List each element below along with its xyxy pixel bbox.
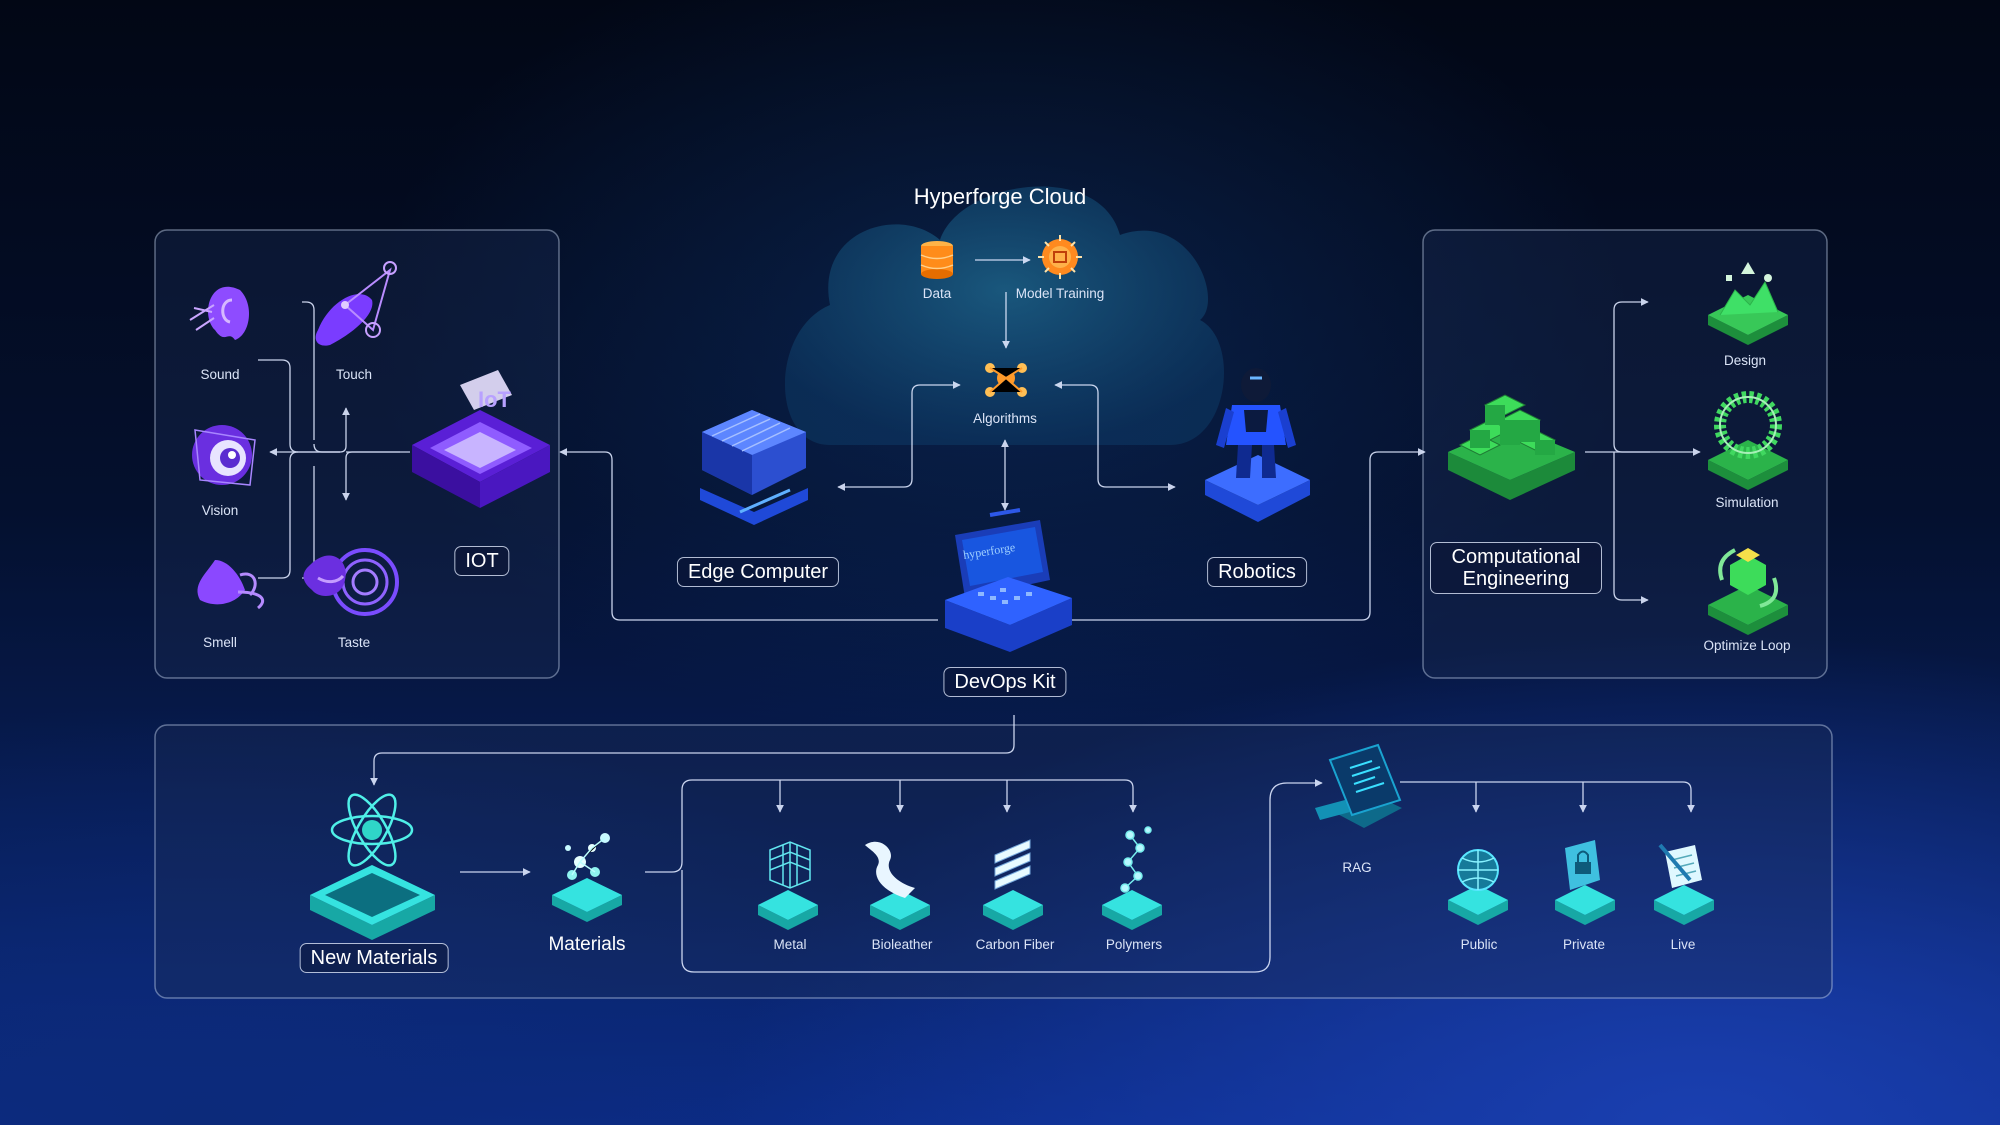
touch-icon: [315, 261, 397, 346]
bioleather-label: Bioleather: [871, 937, 933, 952]
devops-kit-icon: [945, 508, 1072, 652]
carbon-fiber-icon: [983, 839, 1043, 930]
cloud-shape: [785, 186, 1224, 445]
smell-label: Smell: [203, 635, 237, 650]
ear-icon: [189, 286, 250, 340]
materials-icon: [552, 833, 622, 922]
algorithms-icon: [985, 363, 1027, 397]
materials-panel: [154, 724, 1833, 999]
robot-icon: [1205, 368, 1310, 522]
globe-icon: [1448, 849, 1508, 925]
private-label: Private: [1562, 937, 1606, 952]
iot-chip-icon: IoT: [412, 370, 550, 508]
live-document-icon: [1654, 843, 1714, 925]
lock-folder-icon: [1555, 840, 1615, 925]
bioleather-icon: [865, 841, 930, 930]
design-label: Design: [1723, 353, 1767, 368]
optimize-loop-label: Optimize Loop: [1703, 638, 1791, 653]
metal-label: Metal: [773, 937, 807, 952]
vision-label: Vision: [201, 503, 239, 518]
public-label: Public: [1460, 937, 1498, 952]
computational-engineering-icon: [1448, 394, 1575, 500]
simulation-icon: [1708, 391, 1788, 490]
database-icon: [920, 241, 954, 279]
rag-computer-icon: [1315, 743, 1402, 828]
smell-icon: [197, 560, 264, 610]
vision-icon: [192, 425, 256, 486]
iot-tag[interactable]: IOT: [454, 546, 510, 576]
materials-label: Materials: [548, 934, 626, 955]
computational-engineering-tag[interactable]: Computational Engineering: [1430, 542, 1602, 594]
live-label: Live: [1670, 937, 1696, 952]
cloud-title: Hyperforge Cloud: [913, 184, 1087, 209]
svg-text:IoT: IoT: [478, 387, 512, 412]
touch-label: Touch: [335, 367, 373, 382]
new-materials-tag[interactable]: New Materials: [299, 943, 449, 973]
sound-label: Sound: [200, 367, 240, 382]
data-label: Data: [922, 286, 952, 301]
rag-label: RAG: [1342, 860, 1372, 875]
carbon-fiber-label: Carbon Fiber: [975, 937, 1055, 952]
polymers-label: Polymers: [1105, 937, 1163, 952]
taste-label: Taste: [337, 635, 371, 650]
edge-computer-icon: [700, 410, 808, 525]
model-training-icon: [1038, 235, 1082, 279]
simulation-label: Simulation: [1715, 495, 1779, 510]
metal-icon: [758, 841, 818, 930]
devops-kit-tag[interactable]: DevOps Kit: [943, 667, 1067, 697]
polymers-icon: [1102, 826, 1162, 930]
design-icon: [1708, 262, 1788, 345]
iot-panel: [154, 229, 560, 679]
optimize-loop-icon: [1708, 548, 1788, 635]
algorithms-label: Algorithms: [973, 411, 1037, 426]
taste-icon: [303, 548, 399, 616]
robotics-tag[interactable]: Robotics: [1207, 557, 1307, 587]
model-training-label: Model Training: [1015, 286, 1105, 301]
new-materials-icon: [310, 793, 435, 940]
edge-computer-tag[interactable]: Edge Computer: [676, 557, 840, 587]
